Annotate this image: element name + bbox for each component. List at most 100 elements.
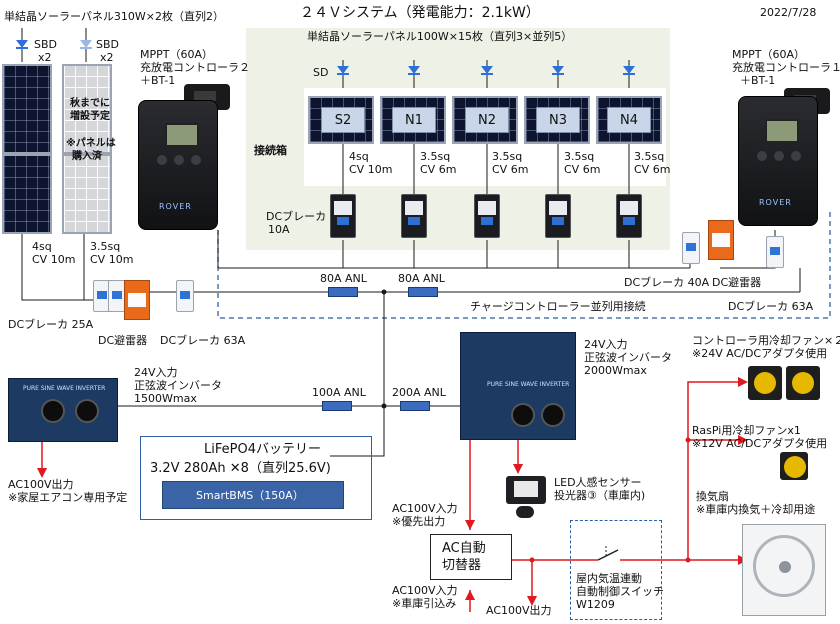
dc-breaker-10a-n2 xyxy=(474,194,500,238)
left-string-wire-1 xyxy=(21,205,84,301)
inv-big-label-3: 2000Wmax xyxy=(584,364,647,377)
sbd-count-2: x2 xyxy=(100,51,114,64)
controller-cooling-fan-2 xyxy=(786,366,820,400)
inv-small-label-2: 正弦波インバータ xyxy=(134,379,222,392)
inv-small-label-3: 1500Wmax xyxy=(134,392,197,405)
sd-label: SD xyxy=(313,66,329,79)
string-label-n1: N1 xyxy=(392,107,436,133)
motion-sensor xyxy=(516,506,534,518)
mppt-charge-controller-1: ROVER xyxy=(738,96,818,226)
dc-breaker-10a-n1 xyxy=(401,194,427,238)
left-cable-a1: 4sq xyxy=(32,240,52,253)
parallel-connection-note: チャージコントローラー並列用接続 xyxy=(470,300,646,313)
ac-in-grid-1: AC100V入力 xyxy=(392,584,458,597)
battery-label-1: LiFePO4バッテリー xyxy=(204,442,321,457)
dc-breaker-63a-left xyxy=(176,280,194,312)
string-cable-n2-a: 3.5sq xyxy=(492,150,523,163)
ac-outlet-3 xyxy=(511,403,535,427)
anl-fuse-100a xyxy=(322,401,352,411)
ac-in-grid-2: ※車庫引込み xyxy=(392,597,457,610)
ats-label-1: AC自動 xyxy=(442,541,486,556)
string-cable-n3-a: 3.5sq xyxy=(564,150,595,163)
sine-inverter-2000w: PURE SINE WAVE INVERTER xyxy=(460,332,576,440)
ac-out-bottom: AC100V出力 xyxy=(486,604,552,617)
anl-80a-label-2: 80A ANL xyxy=(398,272,445,285)
ac-in-priority-2: ※優先出力 xyxy=(392,515,446,528)
lcd-display xyxy=(765,119,799,143)
mppt2-label-3: ＋BT-1 xyxy=(140,74,176,87)
dc-breaker-25a-label: DCブレーカ 25A xyxy=(8,318,94,331)
battery-bus-vertical xyxy=(330,292,385,457)
dc-breaker-10a-n3 xyxy=(545,194,571,238)
future-note-2: 増設予定 xyxy=(70,111,110,122)
dc-breaker-40a xyxy=(682,232,700,264)
dc-surge-protector-right xyxy=(708,220,734,260)
dc-breaker-40a-label: DCブレーカ 40A xyxy=(624,276,710,289)
fan-ctrl-label-1: コントローラ用冷却ファン×２ xyxy=(692,334,840,347)
anl-fuse-80a-2 xyxy=(408,287,438,297)
future-note-1: 秋までに xyxy=(70,98,110,109)
led-label-1: LED人感センサー xyxy=(554,476,642,489)
battery-label-2: 3.2V 280Ah ✕8（直列25.6V) xyxy=(150,461,331,476)
anl-80a-label-1: 80A ANL xyxy=(320,272,367,285)
bms-label: SmartBMS（150A） xyxy=(196,489,304,502)
inv-small-label-1: 24V入力 xyxy=(134,366,178,379)
inv-big-label-2: 正弦波インバータ xyxy=(584,351,672,364)
string-cable-n1-a: 3.5sq xyxy=(420,150,451,163)
ventilation-fan xyxy=(742,524,826,616)
ac-auto-transfer-switch xyxy=(430,534,512,580)
dc-breaker-63a-left-label: DCブレーカ 63A xyxy=(160,334,246,347)
anl-fuse-200a xyxy=(400,401,430,411)
left-cable-b1: 3.5sq xyxy=(90,240,121,253)
thermo-label-1: 屋内気温連動 xyxy=(576,572,642,585)
led-label-2: 投光器③（車庫内) xyxy=(554,489,646,502)
mppt1-label-2: 充放電コントローラ１ xyxy=(732,61,840,74)
future-note-3: ※パネルは xyxy=(66,138,116,149)
string-label-n2: N2 xyxy=(465,107,509,133)
string-label-n4: N4 xyxy=(607,107,651,133)
solar-panel-future-2 xyxy=(62,154,112,234)
dc-breaker-63a-right-label: DCブレーカ 63A xyxy=(728,300,814,313)
sbd-count-1: x2 xyxy=(38,51,52,64)
ats-label-2: 切替器 xyxy=(442,558,482,573)
ac-out-left-1: AC100V出力 xyxy=(8,478,74,491)
string-cable-n1-b: CV 6m xyxy=(420,163,457,176)
sbd-label-1: SBD xyxy=(34,38,57,51)
ac-in-priority-1: AC100V入力 xyxy=(392,502,458,515)
rover-logo: ROVER xyxy=(159,202,192,211)
mppt2-label-2: 充放電コントローラ２ xyxy=(140,61,250,74)
raspi-cooling-fan xyxy=(780,452,808,480)
string-cable-n4-b: CV 6m xyxy=(634,163,671,176)
vent-label-2: ※車庫内換気＋冷却用途 xyxy=(696,503,816,516)
string-cable-n4-a: 3.5sq xyxy=(634,150,665,163)
vent-label-1: 換気扇 xyxy=(696,490,729,503)
inverter-brand-small: PURE SINE WAVE INVERTER xyxy=(23,385,106,392)
lcd-display xyxy=(165,123,199,147)
dc-breaker-10a-n4 xyxy=(616,194,642,238)
dc-breaker-10a-label-1: DCブレーカ xyxy=(266,210,327,223)
led-floodlight xyxy=(506,476,546,504)
dc-surge-protector-left xyxy=(124,280,150,320)
system-title: ２４Ｖシステム（発電能力：2.1kW） xyxy=(300,5,540,21)
solar-panel-310w-2 xyxy=(2,154,52,234)
center-panel-title: 単結晶ソーラーパネル100W×15枚（直列3×並列5） xyxy=(307,30,573,43)
string-label-n3: N3 xyxy=(536,107,580,133)
thermostat-frame xyxy=(570,520,662,620)
mppt1-label-3: ＋BT-1 xyxy=(740,74,776,87)
thermo-label-3: W1209 xyxy=(576,598,615,611)
anl-fuse-80a-1 xyxy=(328,287,358,297)
junction-box-label: 接続箱 xyxy=(254,144,287,157)
inv-big-label-1: 24V入力 xyxy=(584,338,628,351)
sine-inverter-1500w: PURE SINE WAVE INVERTER xyxy=(8,378,118,442)
string-cable-n3-b: CV 6m xyxy=(564,163,601,176)
ac-outlet-4 xyxy=(541,403,565,427)
string-cable-s2-b: CV 10m xyxy=(349,163,393,176)
battery-frame xyxy=(140,436,372,520)
mppt-charge-controller-2: ROVER xyxy=(138,100,218,230)
dc-spd-left-label: DC避雷器 xyxy=(98,334,148,347)
dc-breaker-63a-right xyxy=(766,236,784,268)
string-cable-s2-a: 4sq xyxy=(349,150,369,163)
smart-bms xyxy=(162,481,344,509)
thermo-label-2: 自動制御スイッチ xyxy=(576,585,664,598)
